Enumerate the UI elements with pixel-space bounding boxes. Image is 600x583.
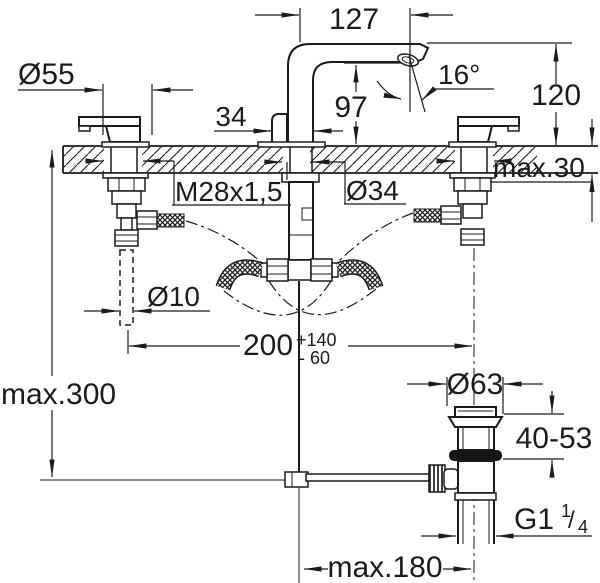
right-hose-stub — [413, 208, 442, 223]
dim-spout-height-label: 120 — [531, 79, 581, 112]
waste-thread-numerator: 1 — [561, 501, 571, 521]
dimension-spacing-200: 200 +140 - 60 — [127, 329, 472, 368]
waste-thread-slash: / — [568, 507, 575, 534]
dim-rod-dia-label: Ø10 — [147, 281, 200, 312]
seal-ring — [449, 450, 502, 461]
dimension-angle-16: 16° — [376, 55, 494, 113]
dim-handle-dia-label: Ø55 — [18, 58, 75, 91]
dim-rod-max-label: max.300 — [1, 378, 116, 411]
dimension-rod-diameter: Ø10 — [84, 281, 210, 314]
right-valve-underdeck — [413, 147, 496, 246]
waste-plug — [454, 406, 497, 418]
hose-routing-phantom-lines — [185, 212, 414, 316]
waste-thread-pipe — [457, 500, 495, 544]
dimension-97: 97 — [334, 62, 402, 144]
left-valve-rod-dashed — [119, 249, 134, 326]
dim-center-hole-label: Ø34 — [346, 175, 399, 206]
spout — [257, 43, 430, 148]
left-hose-stub — [156, 213, 185, 228]
horizontal-rod — [305, 473, 430, 482]
left-hose-nut — [136, 210, 158, 230]
dim-shank-thread-label: M28x1,5 — [175, 176, 282, 207]
knurled-adjuster — [428, 464, 446, 493]
popup-waste-assembly — [447, 248, 504, 583]
dim-aerator-angle-label: 16° — [438, 59, 480, 90]
waste-thread-denominator: 4 — [578, 517, 588, 537]
dim-outlet-height-label: 97 — [334, 91, 367, 124]
dim-spacing-plus-label: +140 — [296, 330, 337, 350]
left-valve-underdeck — [102, 147, 185, 326]
waste-flange — [447, 416, 504, 428]
dimension-127: 127 — [255, 3, 453, 112]
right-hose-nut — [440, 205, 462, 225]
popup-rod-linkage — [40, 281, 459, 583]
dim-spacing-label: 200 — [243, 329, 293, 362]
spout-base-plate — [257, 141, 326, 148]
right-escutcheon — [448, 141, 497, 148]
waste-thread-main: G1 — [514, 503, 554, 536]
dim-spacing-minus-label: - 60 — [299, 348, 330, 368]
dimension-handle-diameter: Ø55 — [18, 58, 193, 135]
left-escutcheon — [101, 141, 150, 148]
dim-clamp-range-label: 40-53 — [516, 422, 593, 455]
dim-spout-reach-label: 127 — [329, 3, 379, 36]
dimension-max30: max.30 — [490, 119, 595, 222]
dimension-34: 34 — [214, 101, 343, 134]
dimension-m28-thread: M28x1,5 — [85, 158, 291, 207]
center-shank-underdeck — [215, 147, 384, 291]
left-handle — [78, 116, 150, 148]
dimension-center-hole: Ø34 — [312, 158, 512, 206]
dimension-120: 120 — [427, 42, 581, 145]
right-handle — [448, 116, 520, 148]
dim-rod-to-spout-label: 34 — [215, 101, 246, 132]
dim-drain-offset-label: max.180 — [327, 551, 442, 583]
popup-pull-rod-knob — [271, 113, 288, 146]
right-braided-hose — [335, 259, 384, 291]
dimension-drain-offset: max.180 — [304, 551, 471, 583]
dimension-max300: max.300 — [1, 150, 116, 477]
dim-deck-max-label: max.30 — [493, 152, 585, 183]
dimension-waste-thread: G1 1 / 4 — [421, 501, 592, 539]
dimension-waste-diameter: Ø63 — [407, 368, 543, 414]
dimension-clamp-range: 40-53 — [503, 391, 592, 478]
rod-clamp — [284, 471, 309, 488]
left-braided-hose — [215, 259, 264, 291]
dim-waste-dia-label: Ø63 — [447, 368, 504, 401]
tee-connector — [287, 259, 312, 281]
